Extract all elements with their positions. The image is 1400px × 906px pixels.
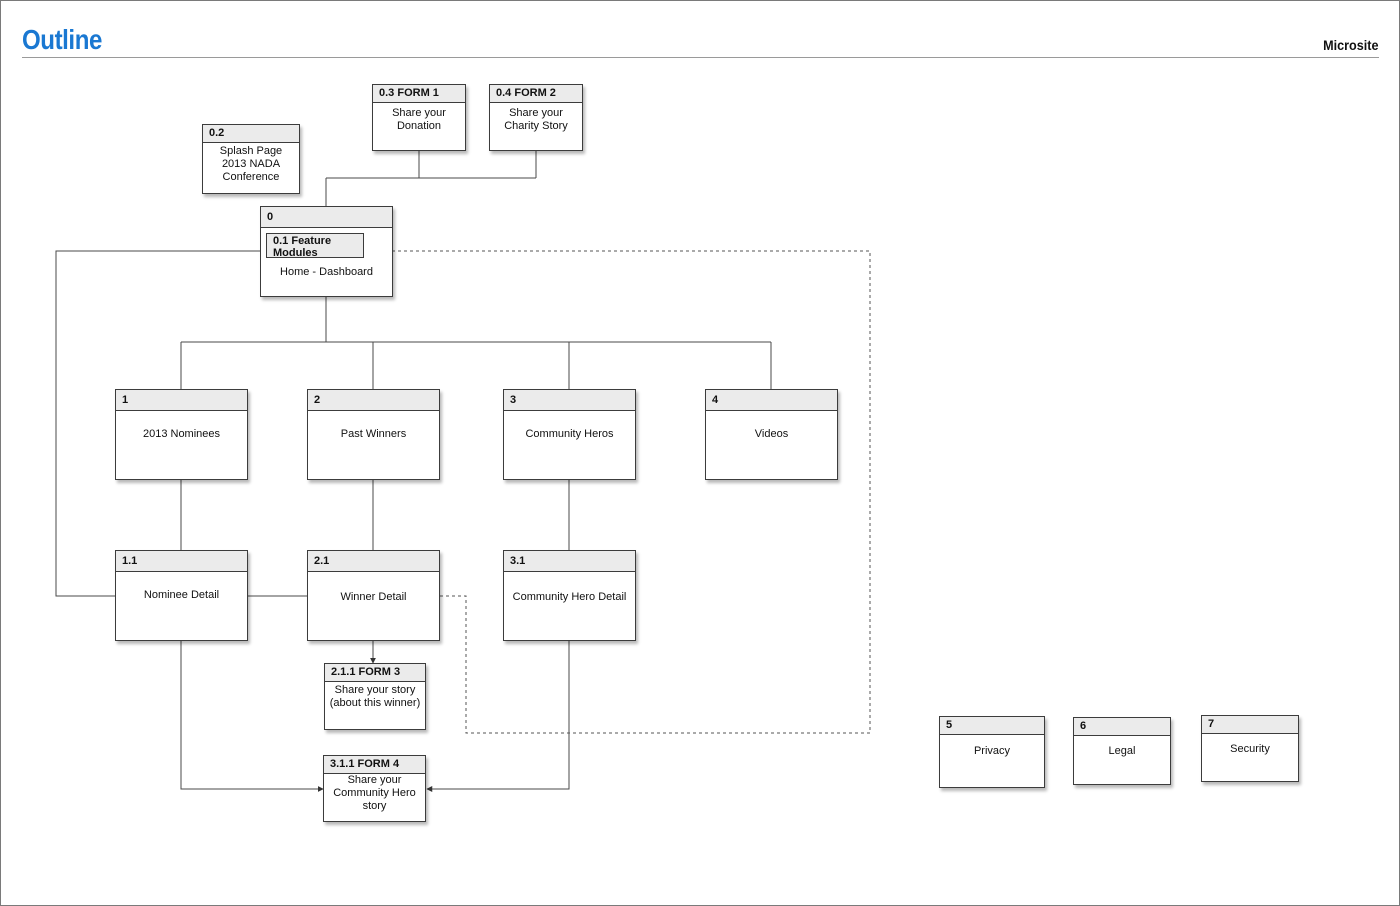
node-form-2: 0.4 FORM 2 Share your Charity Story <box>489 84 583 151</box>
node-community-heros: 3 Community Heros <box>503 389 636 480</box>
node-label: Community Hero Detail <box>512 591 627 603</box>
node-id: 3 <box>504 390 635 411</box>
node-form-3: 2.1.1 FORM 3 Share your story (about thi… <box>324 663 426 730</box>
node-label: Legal <box>1108 745 1136 757</box>
node-videos: 4 Videos <box>705 389 838 480</box>
node-id: 4 <box>706 390 837 411</box>
connector-nominee-to-form4 <box>180 640 324 792</box>
node-id: 2.1 <box>308 551 439 572</box>
node-community-hero-detail: 3.1 Community Hero Detail <box>503 550 636 641</box>
node-2013-nominees: 1 2013 Nominees <box>115 389 248 480</box>
node-label: Home - Dashboard <box>280 266 373 278</box>
node-label: Winner Detail <box>340 591 407 603</box>
node-id: 1 <box>116 390 247 411</box>
header-rule <box>22 57 1379 58</box>
connector-dashed-home-loop <box>392 250 871 734</box>
connector-home-to-sections <box>180 296 772 389</box>
node-nominee-detail: 1.1 Nominee Detail <box>115 550 248 641</box>
node-label: Share your Donation <box>392 107 446 132</box>
node-id: 2 <box>308 390 439 411</box>
node-privacy: 5 Privacy <box>939 716 1045 788</box>
node-id: 0.4 FORM 2 <box>490 85 582 103</box>
node-id: 7 <box>1202 716 1298 734</box>
connector-home-to-nominee-detail <box>55 250 260 597</box>
node-id: 0.3 FORM 1 <box>373 85 465 103</box>
node-label: Videos <box>754 428 789 440</box>
node-label: Share your Charity Story <box>504 107 568 132</box>
node-id: 0.2 <box>203 125 299 143</box>
node-id: 2.1.1 FORM 3 <box>325 664 425 682</box>
node-form-1: 0.3 FORM 1 Share your Donation <box>372 84 466 151</box>
node-label: Nominee Detail <box>143 589 220 601</box>
node-id: 1.1 <box>116 551 247 572</box>
node-label: Share your Community Hero story <box>333 774 416 812</box>
node-id: 3.1.1 FORM 4 <box>324 756 425 774</box>
page-title: Outline <box>22 24 102 55</box>
node-id: 0 <box>261 207 392 228</box>
node-feature-modules: 0.1 Feature Modules <box>266 233 364 259</box>
node-label: 2013 Nominees <box>142 428 221 440</box>
site-label: Microsite <box>1322 37 1378 53</box>
node-past-winners: 2 Past Winners <box>307 389 440 480</box>
node-id: 5 <box>940 717 1044 735</box>
connector-forms-to-home <box>325 150 537 206</box>
node-label: Community Heros <box>525 428 614 440</box>
node-label: Past Winners <box>340 428 407 440</box>
node-id: 3.1 <box>504 551 635 572</box>
node-label: Splash Page 2013 NADA Conference <box>219 145 283 183</box>
node-label: Share your story (about this winner) <box>329 684 421 709</box>
connector-hero-to-form4 <box>426 640 570 792</box>
node-security: 7 Security <box>1201 715 1299 782</box>
node-splash-page: 0.2 Splash Page 2013 NADA Conference <box>202 124 300 194</box>
node-form-4: 3.1.1 FORM 4 Share your Community Hero s… <box>323 755 426 822</box>
node-home-dashboard: 0 0.1 Feature Modules Home - Dashboard <box>260 206 393 297</box>
node-label: Privacy <box>973 745 1011 757</box>
node-winner-detail: 2.1 Winner Detail <box>307 550 440 641</box>
node-id: 6 <box>1074 718 1170 736</box>
node-label: Security <box>1230 743 1270 755</box>
node-legal: 6 Legal <box>1073 717 1171 785</box>
